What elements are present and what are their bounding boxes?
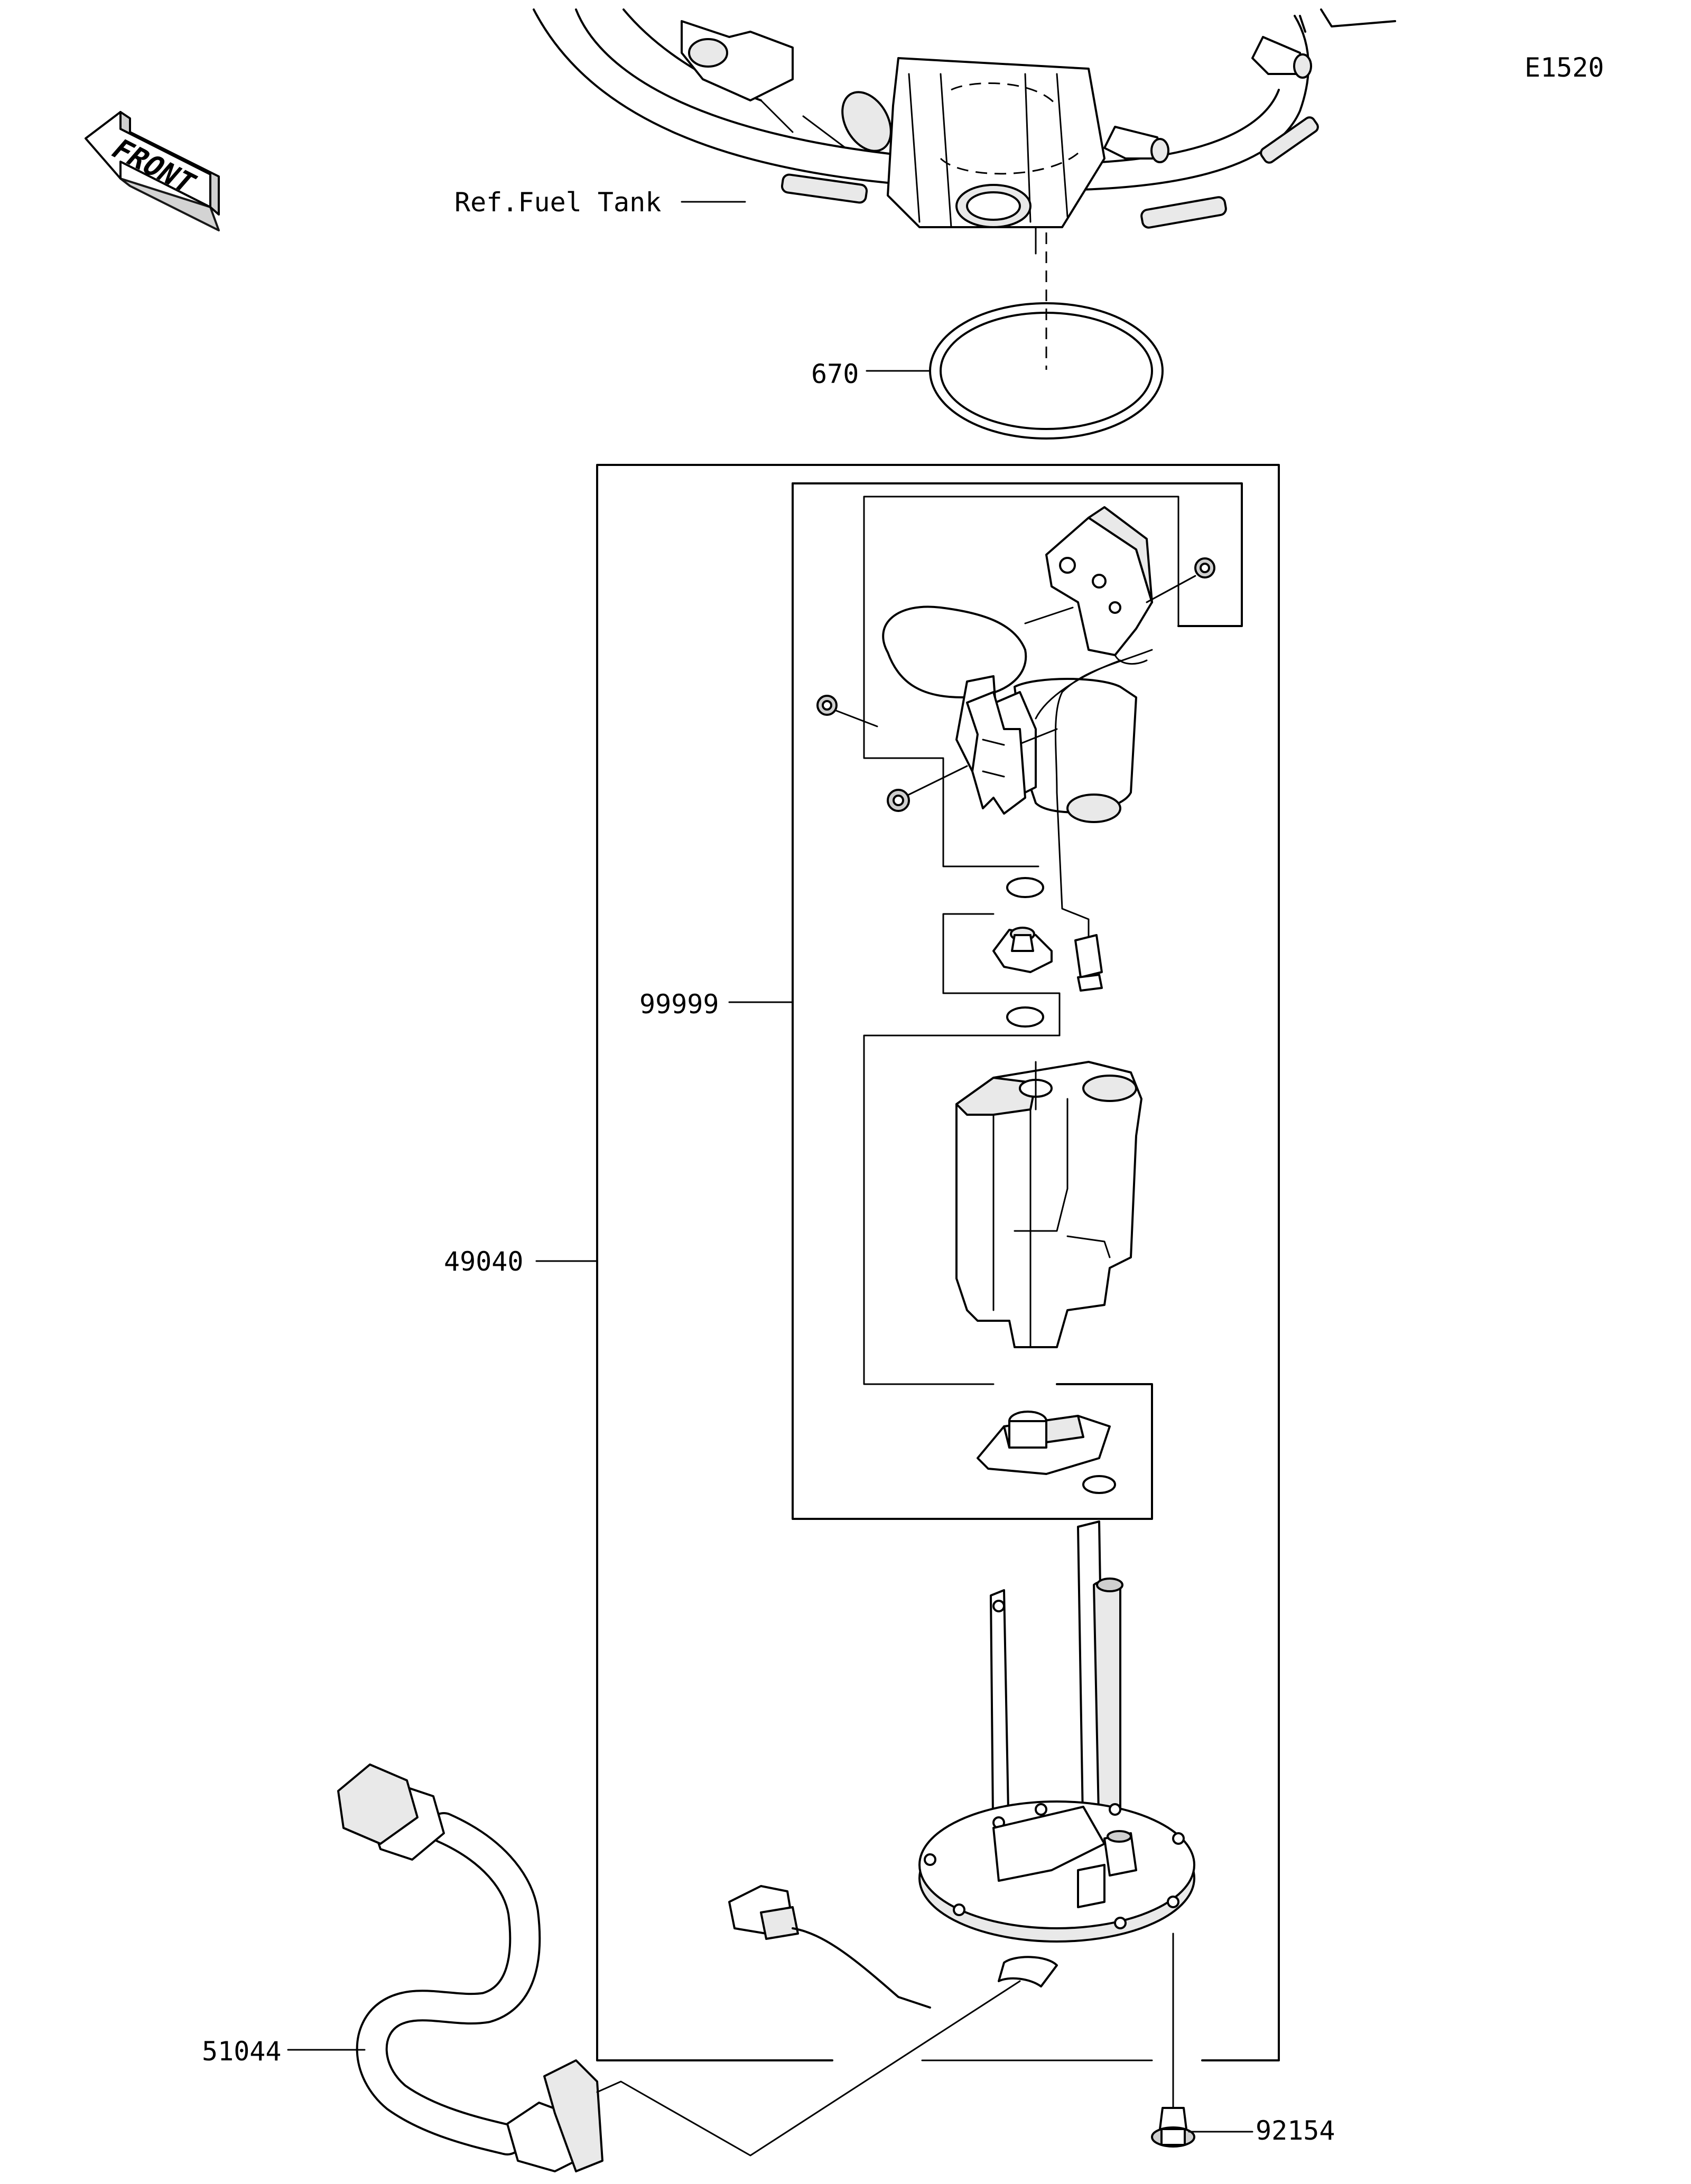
screw-icon	[816, 695, 878, 727]
wiring-harness-51044	[337, 1763, 603, 2172]
small-o-ring	[1082, 1475, 1116, 1494]
fuel-pump-reservoir	[955, 1061, 1142, 1348]
pressure-regulator	[992, 927, 1053, 973]
part-number-49040: 49040	[444, 1246, 524, 1277]
fuel-tank-illustration	[533, 8, 1396, 255]
leader-harness-to-pump	[596, 1980, 1021, 2157]
pump-bracket	[966, 691, 1026, 815]
part-number-92154: 92154	[1256, 2115, 1335, 2146]
inner-bracket-c	[942, 992, 1061, 1037]
screw-icon	[887, 765, 968, 812]
part-number-51044: 51044	[202, 2036, 282, 2067]
fuel-level-sender	[882, 506, 1153, 698]
subassembly-bracket-top	[792, 482, 1243, 627]
subassembly-bracket-99999	[792, 482, 1153, 1520]
ref-fuel-tank-label: Ref.Fuel Tank	[454, 187, 661, 218]
bolt-92154	[1151, 1933, 1195, 2148]
screw-icon	[1146, 557, 1215, 603]
diagram-code: E1520	[1525, 52, 1604, 83]
small-o-ring	[1006, 877, 1044, 898]
part-number-99999: 99999	[639, 989, 719, 1020]
small-o-ring	[1006, 1006, 1044, 1028]
o-ring-670	[929, 302, 1164, 440]
pump-flange-base	[728, 1520, 1195, 2009]
front-arrow-icon: FRONT	[85, 111, 220, 231]
inner-bracket-b	[942, 913, 995, 994]
assembly-bracket-49040	[596, 464, 1280, 2061]
sender-wire-2	[1035, 659, 1121, 720]
part-number-670: 670	[811, 359, 859, 389]
inner-bracket-a	[863, 496, 1179, 867]
pump-lower-cap	[977, 1411, 1111, 1475]
wire-connector	[1074, 934, 1103, 992]
inner-bracket-d	[863, 1034, 1061, 1385]
